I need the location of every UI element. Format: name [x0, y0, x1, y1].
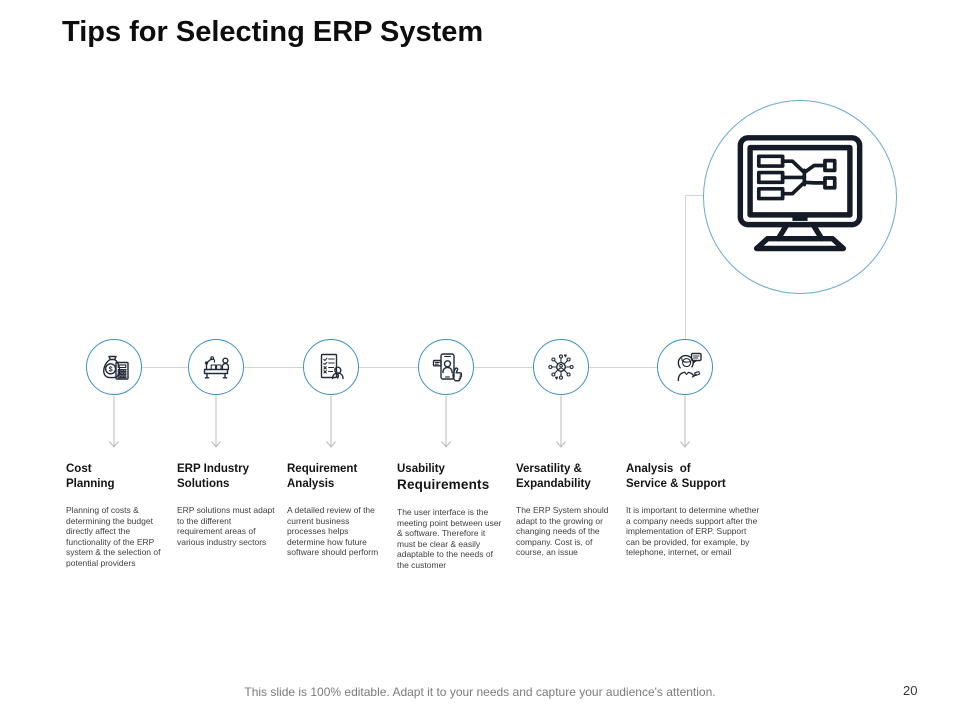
hero-connector-horizontal	[685, 195, 704, 196]
support-person-chat-icon	[677, 352, 702, 382]
network-hub-person-icon	[548, 354, 574, 380]
down-arrow	[441, 396, 451, 448]
timeline-node-erp-industry-solutions	[188, 339, 244, 395]
editable-note: This slide is 100% editable. Adapt it to…	[244, 685, 716, 699]
column-description: Planning of costs & determining the budg…	[66, 505, 161, 568]
factory-automation-icon	[203, 356, 230, 379]
hero-connector-vertical	[685, 195, 686, 368]
page-title: Tips for Selecting ERP System	[62, 16, 484, 48]
timeline-node-usability-requirements	[418, 339, 474, 395]
mobile-user-touch-icon	[432, 353, 463, 382]
column-description: The user interface is the meeting point …	[397, 507, 502, 570]
column-description: ERP solutions must adapt to the differen…	[177, 505, 275, 547]
down-arrow	[326, 396, 336, 448]
timeline-node-requirement-analysis	[303, 339, 359, 395]
column-description: The ERP System should adapt to the growi…	[516, 505, 609, 558]
column-description: It is important to determine whether a c…	[626, 505, 760, 558]
timeline-node-analysis-service-support	[657, 339, 713, 395]
column-description: A detailed review of the current busines…	[287, 505, 379, 558]
timeline-node-versatility-expandability	[533, 339, 589, 395]
money-bag-calculator-icon: $	[103, 355, 129, 380]
timeline-node-cost-planning: $	[86, 339, 142, 395]
checklist-person-icon	[320, 353, 344, 380]
page-number: 20	[903, 683, 918, 698]
down-arrow	[109, 396, 119, 448]
down-arrow	[680, 396, 690, 448]
column-title: Versatility &Expandability	[516, 463, 591, 490]
timeline-line	[114, 367, 685, 368]
column-versatility-expandability: Versatility &Expandability The ERP Syste…	[516, 462, 618, 558]
down-arrow	[556, 396, 566, 448]
computer-flowchart-icon	[737, 134, 863, 251]
down-arrow	[211, 396, 221, 448]
svg-text:$: $	[109, 364, 113, 373]
hero-circle	[703, 100, 897, 294]
